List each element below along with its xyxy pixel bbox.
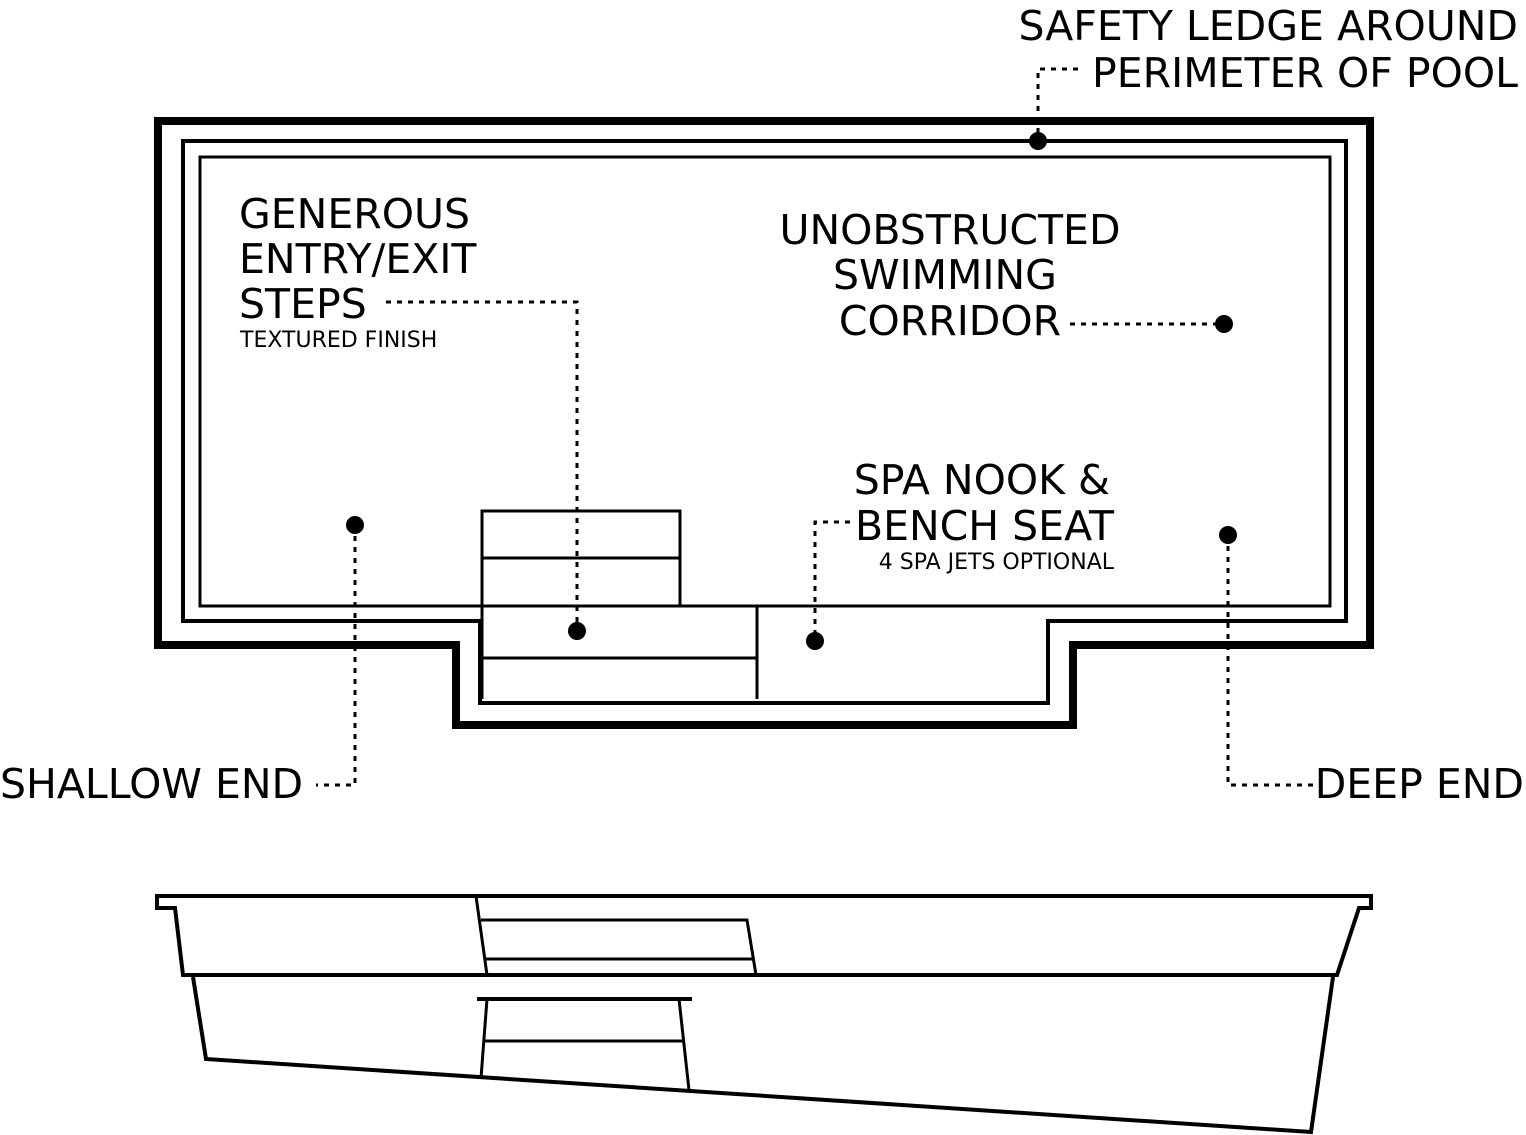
pool-inner-outline <box>198 155 1332 608</box>
callout-swimming-corridor: UNOBSTRUCTED SWIMMING CORRIDOR <box>779 206 1233 345</box>
callout-shallow-end: SHALLOW END <box>0 516 364 808</box>
deep-end-leader <box>1226 535 1316 787</box>
callout-deep-end: DEEP END <box>1219 526 1524 808</box>
spa-leader <box>813 520 850 641</box>
profile-coping <box>155 894 1373 977</box>
spa-label-1: SPA NOOK & <box>854 456 1110 504</box>
callout-spa-nook: SPA NOOK & BENCH SEAT 4 SPA JETS OPTIONA… <box>806 456 1115 650</box>
corridor-label-3: CORRIDOR <box>839 297 1061 345</box>
spa-sublabel: 4 SPA JETS OPTIONAL <box>879 550 1115 575</box>
entry-steps-leader <box>386 300 579 631</box>
entry-steps-marker <box>568 622 586 640</box>
pool-outer-outline <box>154 117 1374 729</box>
corridor-marker <box>1215 315 1233 333</box>
profile-step-upper-tread <box>481 918 758 976</box>
corridor-label-1: UNOBSTRUCTED <box>779 206 1120 254</box>
entry-steps-label-3: STEPS <box>239 280 367 328</box>
profile-step-lower-right <box>677 998 691 1091</box>
spa-label-2: BENCH SEAT <box>855 502 1115 550</box>
shallow-end-label: SHALLOW END <box>0 760 303 808</box>
entry-steps-label-2: ENTRY/EXIT <box>239 235 477 283</box>
deep-end-label: DEEP END <box>1315 760 1524 808</box>
profile-step-lower-left <box>479 998 489 1079</box>
profile-step-upper <box>474 895 489 976</box>
entry-step-middle <box>480 556 682 608</box>
side-profile <box>155 894 1373 1135</box>
shallow-end-leader <box>316 525 357 787</box>
plan-view <box>154 117 1374 729</box>
safety-ledge-marker <box>1029 132 1047 150</box>
spa-marker <box>806 632 824 650</box>
safety-ledge-leader <box>1036 67 1078 141</box>
corridor-label-2: SWIMMING <box>833 251 1057 299</box>
entry-step-upper <box>480 509 682 560</box>
entry-steps-sublabel: TEXTURED FINISH <box>239 328 437 353</box>
entry-steps-label-1: GENEROUS <box>239 190 470 238</box>
profile-shell <box>191 976 1335 1135</box>
safety-ledge-label-2: PERIMETER OF POOL <box>1092 49 1518 97</box>
callout-entry-steps: GENEROUS ENTRY/EXIT STEPS TEXTURED FINIS… <box>239 190 586 640</box>
safety-ledge-label-1: SAFETY LEDGE AROUND <box>1018 2 1518 50</box>
safety-ledge-outline <box>181 139 1348 705</box>
callout-safety-ledge: SAFETY LEDGE AROUND PERIMETER OF POOL <box>1018 2 1518 150</box>
